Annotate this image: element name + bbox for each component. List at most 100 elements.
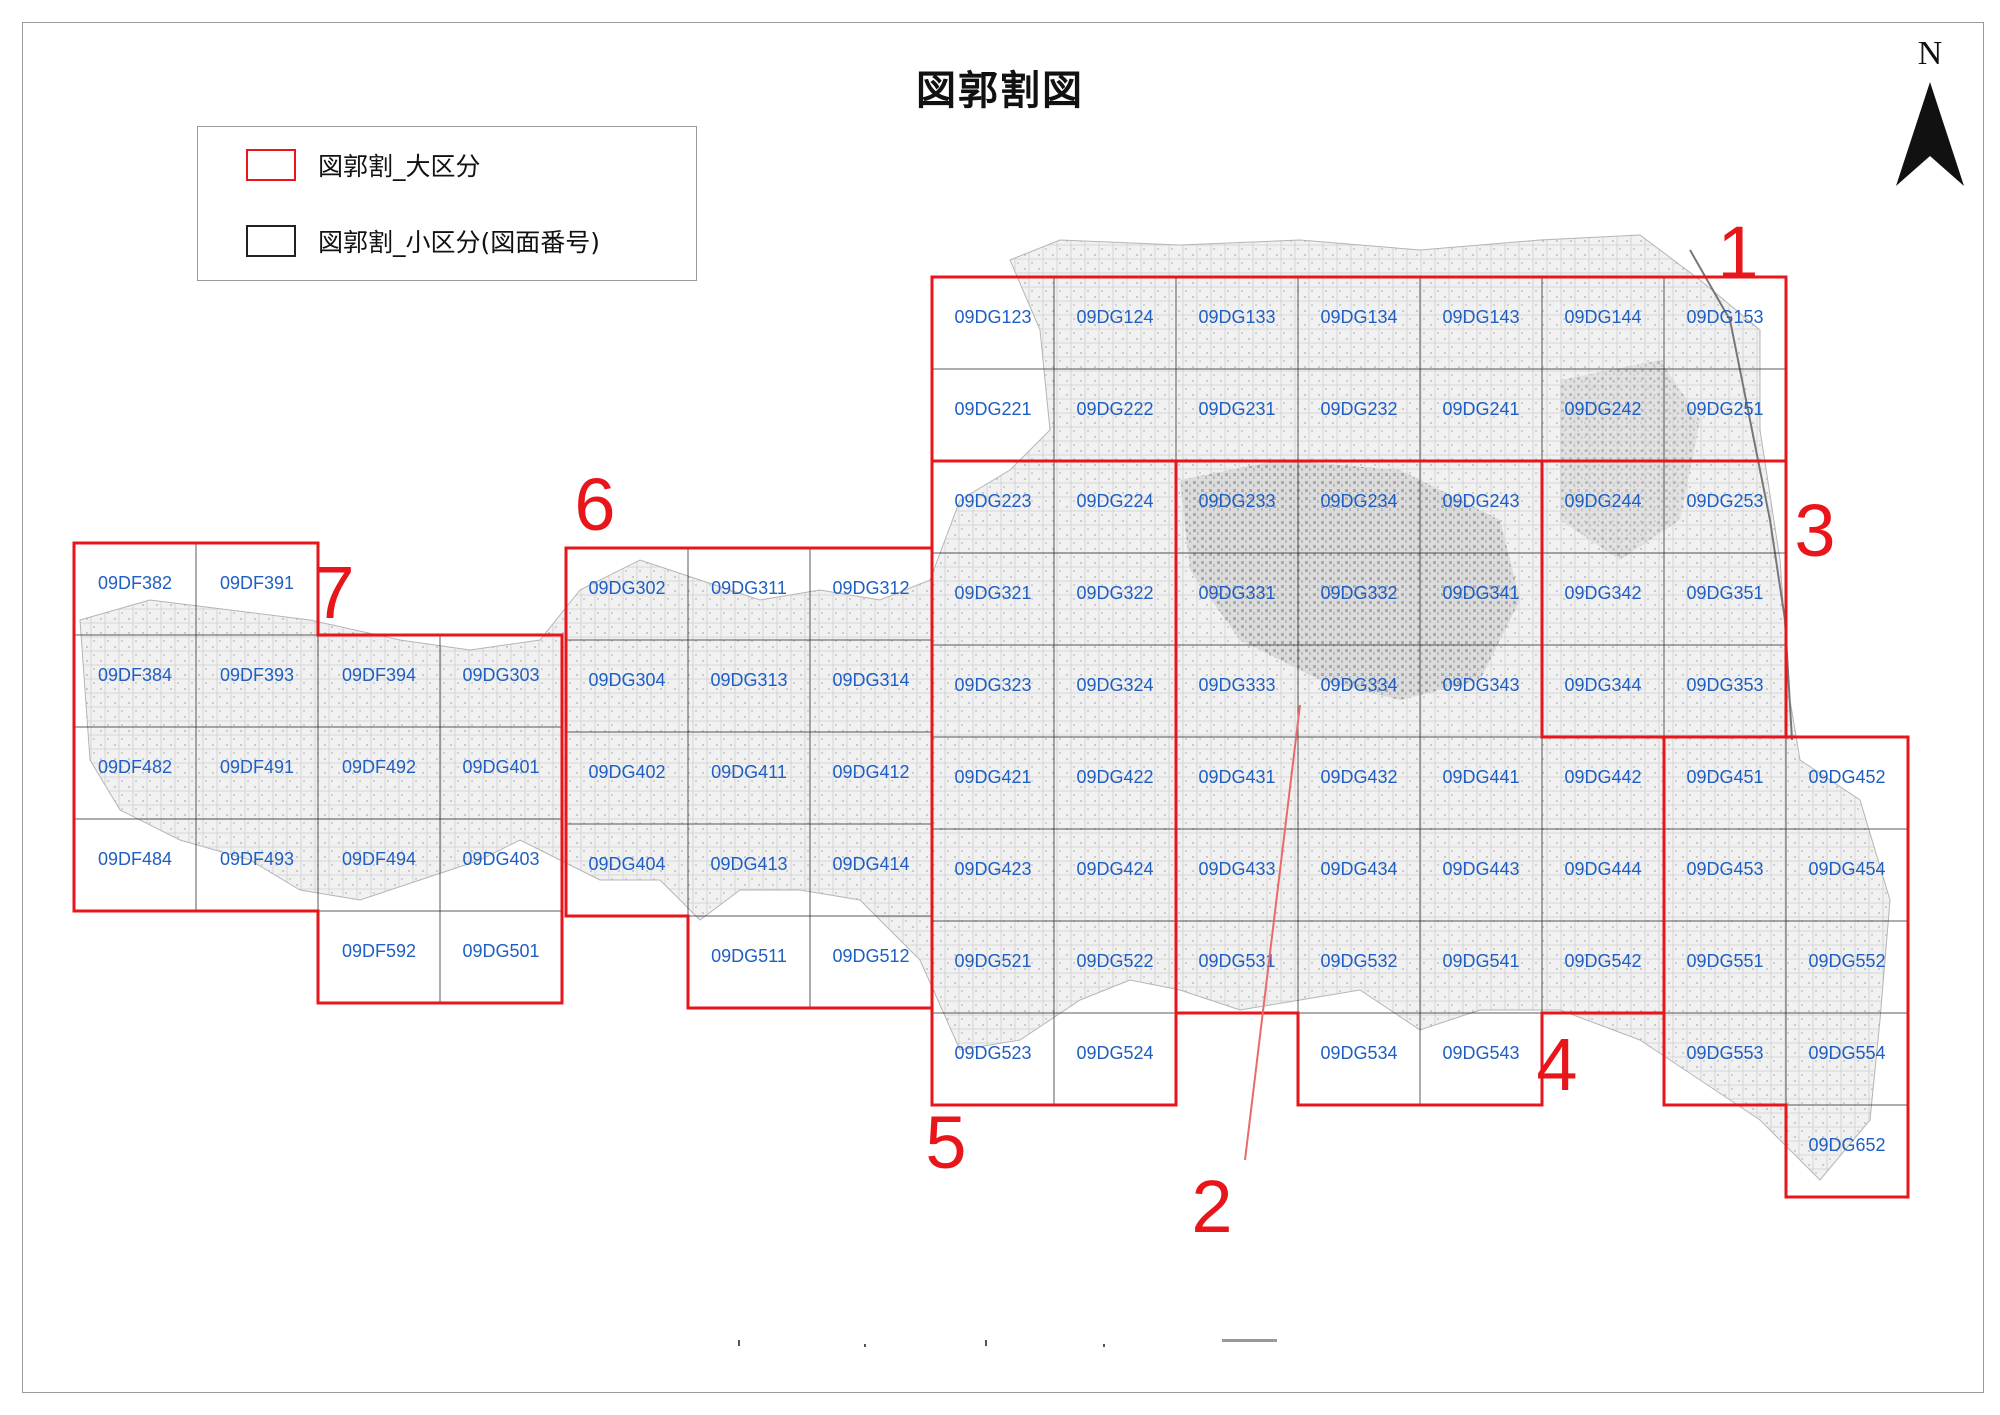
minor-division-swatch [246,225,296,257]
sheet-label: 09DF484 [98,849,172,869]
sheet-label: 09DG232 [1320,399,1397,419]
sheet-label: 09DF391 [220,573,294,593]
sheet-labels: 09DG123 09DG124 09DG133 09DG134 09DG143 09DG1… [98,307,1886,1155]
sheet-label: 09DG421 [954,767,1031,787]
sheet-label: 09DG341 [1442,583,1519,603]
sheet-label: 09DG351 [1686,583,1763,603]
region-number-label: 3 [1794,489,1835,572]
sheet-label: 09DG541 [1442,951,1519,971]
sheet-label: 09DG353 [1686,675,1763,695]
major-division-swatch [246,149,296,181]
sheet-label: 09DG253 [1686,491,1763,511]
sheet-label: 09DG543 [1442,1043,1519,1063]
sheet-label: 09DG331 [1198,583,1275,603]
sheet-label: 09DG521 [954,951,1031,971]
sheet-label: 09DG124 [1076,307,1153,327]
region-number-label: 6 [574,463,615,546]
sheet-label: 09DG403 [462,849,539,869]
sheet-label: 09DG433 [1198,859,1275,879]
sheet-label: 09DG524 [1076,1043,1153,1063]
sheet-label: 09DF592 [342,941,416,961]
sheet-label: 09DG532 [1320,951,1397,971]
sheet-label: 09DG321 [954,583,1031,603]
sheet-label: 09DG501 [462,941,539,961]
sheet-label: 09DG424 [1076,859,1153,879]
sheet-label: 09DG442 [1564,767,1641,787]
sheet-label: 09DG144 [1564,307,1641,327]
sheet-label: 09DG551 [1686,951,1763,971]
sheet-label: 09DG342 [1564,583,1641,603]
sheet-label: 09DG441 [1442,767,1519,787]
legend-item-major: 図郭割_大区分 [246,147,481,183]
sheet-label: 09DG222 [1076,399,1153,419]
region-number-label: 7 [313,551,354,634]
sheet-label: 09DG554 [1808,1043,1885,1063]
region-2-leader-line [1244,704,1301,1161]
sheet-label: 09DG153 [1686,307,1763,327]
map-title: 図郭割図 [916,68,1084,114]
sheet-label: 09DG243 [1442,491,1519,511]
legend-label-major: 図郭割_大区分 [318,152,481,181]
major-division-outline [1662,735,1910,1199]
sheet-label: 09DG412 [832,762,909,782]
sheet-label: 09DF491 [220,757,294,777]
sheet-label: 09DG311 [711,578,787,598]
sheet-label: 09DG234 [1320,491,1397,511]
sheet-label: 09DG434 [1320,859,1397,879]
sheet-label: 09DG453 [1686,859,1763,879]
sheet-label: 09DG531 [1198,951,1275,971]
sheet-label: 09DG451 [1686,767,1763,787]
sheet-label: 09DG133 [1198,307,1275,327]
north-label: N [1918,35,1943,72]
sheet-label: 09DG422 [1076,767,1153,787]
legend-item-minor: 図郭割_小区分(図面番号) [246,223,600,259]
sheet-label: 09DF394 [342,665,416,685]
sheet-label: 09DG652 [1808,1135,1885,1155]
sheet-label: 09DG404 [588,854,665,874]
sheet-label: 09DG542 [1564,951,1641,971]
sheet-label: 09DF494 [342,849,416,869]
region-number-label: 4 [1536,1023,1577,1106]
sheet-label: 09DG553 [1686,1043,1763,1063]
sheet-label: 09DG324 [1076,675,1153,695]
sheet-label: 09DG241 [1442,399,1519,419]
sheet-label: 09DG401 [462,757,539,777]
sheet-label: 09DG512 [832,946,909,966]
sheet-label: 09DG143 [1442,307,1519,327]
sheet-label: 09DG534 [1320,1043,1397,1063]
sheet-label: 09DG242 [1564,399,1641,419]
sheet-label: 09DG322 [1076,583,1153,603]
scale-marks [738,1339,1277,1347]
major-division-outline [564,546,934,1010]
sheet-label: 09DG344 [1564,675,1641,695]
north-arrow-icon: N [1896,35,1964,186]
sheet-label: 09DG511 [711,946,787,966]
region-number-label: 2 [1191,1165,1232,1248]
map-frame [22,22,1984,1393]
sheet-label: 09DF384 [98,665,172,685]
major-grid [72,275,1910,1199]
sheet-label: 09DF382 [98,573,172,593]
land-area [79,234,1891,1181]
sheet-label: 09DG134 [1320,307,1397,327]
sheet-label: 09DG313 [710,670,787,690]
sheet-label: 09DF482 [98,757,172,777]
sheet-label: 09DF493 [220,849,294,869]
sheet-label: 09DG123 [954,307,1031,327]
sheet-label: 09DG423 [954,859,1031,879]
sheet-label: 09DG304 [588,670,665,690]
sheet-label: 09DG522 [1076,951,1153,971]
sheet-label: 09DG314 [832,670,909,690]
sheet-label: 09DG432 [1320,767,1397,787]
sheet-label: 09DG411 [711,762,787,782]
sheet-label: 09DG454 [1808,859,1885,879]
sheet-label: 09DG303 [462,665,539,685]
sheet-label: 09DG452 [1808,767,1885,787]
sheet-label: 09DG302 [588,578,665,598]
sheet-label: 09DG332 [1320,583,1397,603]
sheet-label: 09DG443 [1442,859,1519,879]
sheet-label: 09DG233 [1198,491,1275,511]
sheet-label: 09DG523 [954,1043,1031,1063]
sheet-label: 09DG323 [954,675,1031,695]
